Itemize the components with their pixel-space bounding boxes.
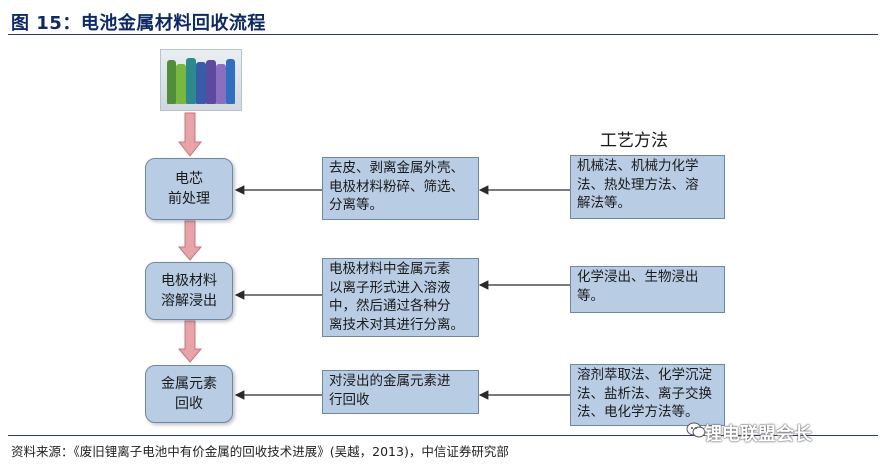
step-1-desc-line-1: 去皮、剥离金属外壳、: [329, 160, 464, 176]
cell-violet: [216, 64, 226, 104]
down-arrow-3: [177, 320, 203, 363]
bottom-rule: [8, 435, 878, 436]
cell-purple: [206, 60, 216, 104]
step-3-line-2: 回收: [175, 396, 203, 412]
step-1-line-2: 前处理: [168, 191, 210, 207]
step-recovery-box: 金属元素 回收: [145, 365, 233, 423]
watermark-text: 锂电联盟会长: [704, 424, 812, 445]
step-2-desc-line-2: 以离子形式进入溶液: [329, 279, 451, 296]
methods-heading: 工艺方法: [600, 131, 668, 151]
cell-green: [167, 60, 176, 104]
wechat-icon: [686, 422, 706, 438]
cell-royal-blue: [226, 59, 235, 104]
step-3-methods-box: 溶剂萃取法、化学沉淀 法、盐析法、离子交换 法、电化学方法等。: [570, 364, 725, 426]
step-1-line-1: 电芯: [175, 171, 203, 187]
step-3-meth-line-3: 法、电化学方法等。: [577, 404, 699, 420]
step-3-description-box: 对浸出的金属元素进 行回收: [322, 370, 479, 414]
battery-cells-photo: [160, 49, 242, 111]
step-2-meth-line-2: 等。: [577, 287, 604, 304]
step-1-meth-line-1: 机械法、机械力化学: [577, 158, 699, 174]
step-2-meth-line-1: 化学浸出、生物浸出: [577, 269, 699, 285]
figure-title: 图 15：电池金属材料回收流程: [11, 13, 266, 34]
cell-blue: [196, 62, 206, 104]
down-arrow-2: [177, 220, 203, 261]
step-3-line-1: 金属元素: [161, 376, 217, 392]
cell-teal: [186, 58, 196, 104]
step-1-description-box: 去皮、剥离金属外壳、 电极材料粉碎、筛选、 分离等。: [322, 157, 479, 220]
down-arrow-1: [177, 112, 203, 157]
step-2-desc-line-3: 中，然后通过各种分: [329, 298, 451, 314]
step-3-desc-line-1: 对浸出的金属元素进: [329, 373, 451, 389]
step-3-meth-line-1: 溶剂萃取法、化学沉淀: [577, 367, 712, 383]
source-note: 资料来源：《废旧锂离子电池中有价金属的回收技术进展》(吴越，2013)，中信证券…: [11, 444, 509, 459]
step-1-desc-line-2: 电极材料粉碎、筛选、: [329, 178, 464, 195]
step-2-line-1: 电极材料: [161, 273, 217, 289]
step-2-desc-line-4: 离技术对其进行分离。: [329, 316, 464, 333]
step-1-desc-line-3: 分离等。: [329, 197, 383, 213]
step-1-meth-line-2: 法、热处理方法、溶: [577, 176, 699, 193]
top-rule: [8, 34, 878, 35]
step-3-meth-line-2: 法、盐析法、离子交换: [577, 385, 712, 402]
step-dissolution-box: 电极材料 溶解浸出: [145, 262, 233, 320]
cell-lime: [176, 64, 186, 104]
step-2-description-box: 电极材料中金属元素 以离子形式进入溶液 中，然后通过各种分 离技术对其进行分离。: [322, 258, 479, 337]
step-2-desc-line-1: 电极材料中金属元素: [329, 261, 451, 277]
step-pretreatment-box: 电芯 前处理: [145, 158, 233, 220]
step-1-meth-line-3: 解法等。: [577, 195, 631, 211]
step-2-line-2: 溶解浸出: [161, 293, 217, 309]
step-3-desc-line-2: 行回收: [329, 391, 370, 408]
step-1-methods-box: 机械法、机械力化学 法、热处理方法、溶 解法等。: [570, 155, 725, 219]
step-2-methods-box: 化学浸出、生物浸出 等。: [570, 266, 725, 313]
